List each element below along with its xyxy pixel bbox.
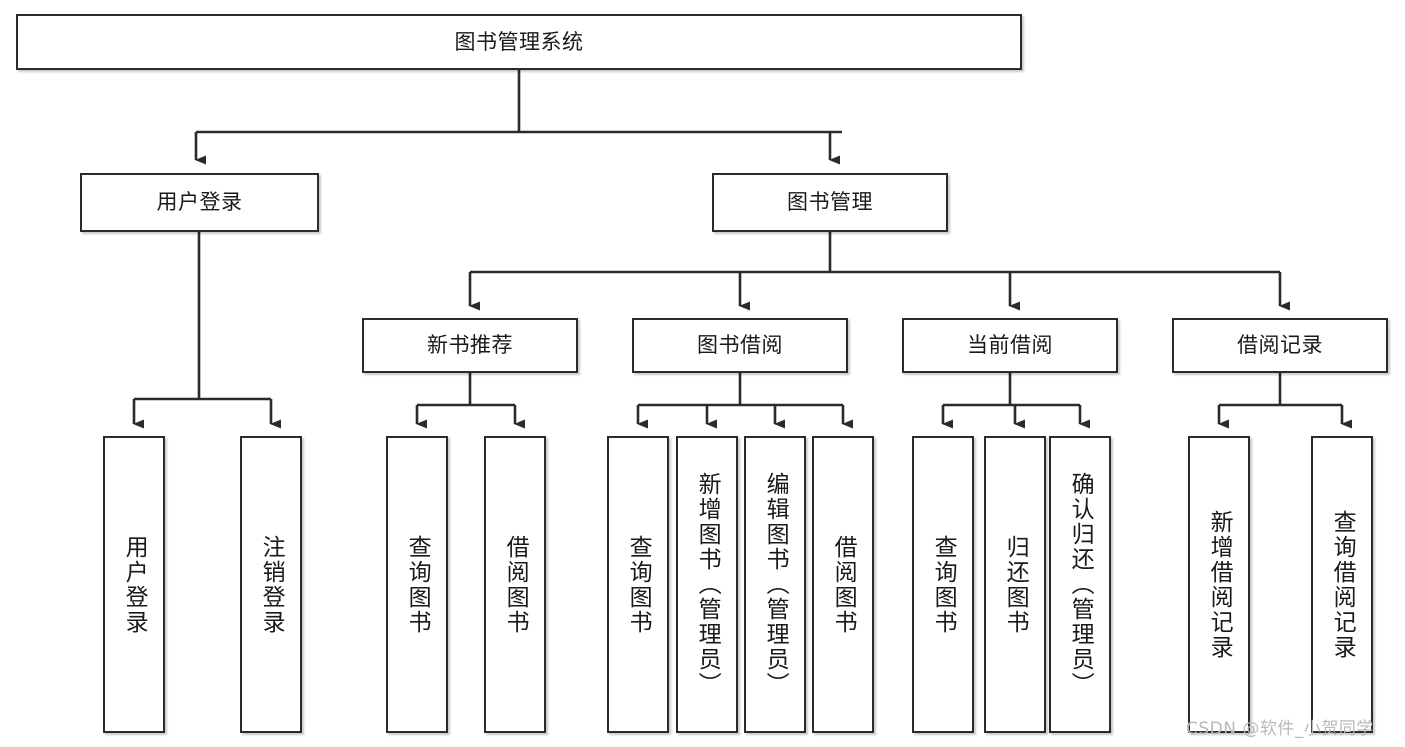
node-leaf-query-book-1[interactable]: 查询图书	[386, 436, 448, 733]
node-leaf-user-login[interactable]: 用户登录	[103, 436, 165, 733]
node-leaf-query-book-2-label: 查询图书	[625, 534, 652, 635]
node-book-borrow-label: 图书借阅	[697, 333, 783, 358]
node-leaf-logout-label: 注销登录	[258, 534, 285, 635]
edge-group-user-login	[132, 232, 281, 429]
node-leaf-query-book-2[interactable]: 查询图书	[607, 436, 669, 733]
edge-group-book-manage	[468, 232, 1290, 311]
node-leaf-query-record-label: 查询借阅记录	[1329, 509, 1356, 660]
node-leaf-edit-book-label: 编辑图书（管理员）	[762, 472, 789, 697]
node-leaf-add-book-label: 新增图书（管理员）	[694, 472, 721, 697]
node-leaf-add-record[interactable]: 新增借阅记录	[1188, 436, 1250, 733]
node-leaf-borrow-book-2[interactable]: 借阅图书	[812, 436, 874, 733]
node-current-borrow[interactable]: 当前借阅	[902, 318, 1118, 373]
edge-group-current-borrow	[941, 373, 1090, 429]
node-new-book-recommend[interactable]: 新书推荐	[362, 318, 578, 373]
node-leaf-borrow-book-1-label: 借阅图书	[502, 534, 529, 635]
edge-group-book-borrow	[636, 373, 853, 429]
edge-group-root	[194, 70, 842, 165]
edge-group-new-book-recommend	[415, 373, 525, 429]
node-leaf-add-record-label: 新增借阅记录	[1206, 509, 1233, 660]
node-new-book-recommend-label: 新书推荐	[427, 333, 513, 358]
node-leaf-borrow-book-1[interactable]: 借阅图书	[484, 436, 546, 733]
node-user-login-label: 用户登录	[156, 190, 243, 215]
node-leaf-confirm-return-label: 确认归还（管理员）	[1067, 472, 1094, 697]
edge-group-borrow-record	[1217, 373, 1352, 429]
node-leaf-query-record[interactable]: 查询借阅记录	[1311, 436, 1373, 733]
node-root[interactable]: 图书管理系统	[16, 14, 1022, 70]
node-leaf-confirm-return[interactable]: 确认归还（管理员）	[1049, 436, 1111, 733]
node-leaf-query-book-3[interactable]: 查询图书	[912, 436, 974, 733]
node-borrow-record[interactable]: 借阅记录	[1172, 318, 1388, 373]
node-current-borrow-label: 当前借阅	[967, 333, 1053, 358]
node-leaf-edit-book[interactable]: 编辑图书（管理员）	[744, 436, 806, 733]
node-book-borrow[interactable]: 图书借阅	[632, 318, 848, 373]
node-leaf-borrow-book-2-label: 借阅图书	[830, 534, 857, 635]
node-leaf-return-book[interactable]: 归还图书	[984, 436, 1046, 733]
node-leaf-logout[interactable]: 注销登录	[240, 436, 302, 733]
node-user-login[interactable]: 用户登录	[80, 173, 319, 232]
node-leaf-return-book-label: 归还图书	[1002, 534, 1029, 635]
node-book-manage[interactable]: 图书管理	[712, 173, 948, 232]
csdn-watermark: CSDN @软件_小贺同学	[1186, 719, 1374, 739]
node-leaf-query-book-3-label: 查询图书	[930, 534, 957, 635]
node-book-manage-label: 图书管理	[787, 190, 873, 215]
node-leaf-add-book[interactable]: 新增图书（管理员）	[676, 436, 738, 733]
node-root-label: 图书管理系统	[454, 29, 584, 54]
node-leaf-query-book-1-label: 查询图书	[404, 534, 431, 635]
node-leaf-user-login-label: 用户登录	[121, 534, 148, 635]
node-borrow-record-label: 借阅记录	[1237, 333, 1323, 358]
